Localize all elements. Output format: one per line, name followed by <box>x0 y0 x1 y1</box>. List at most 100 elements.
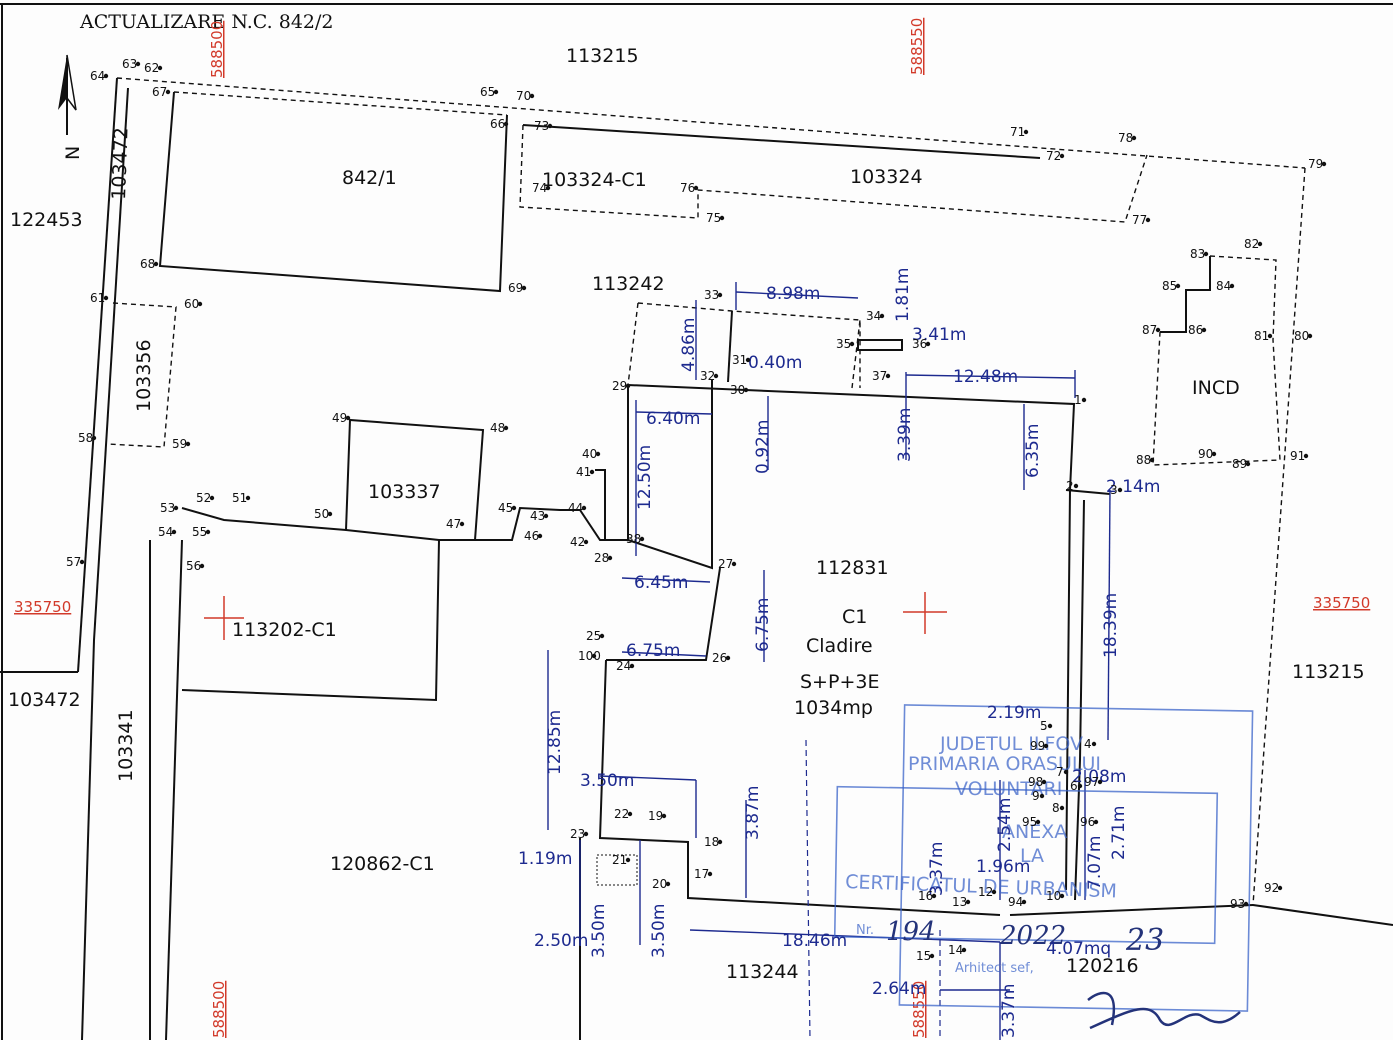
survey-point-marker <box>1093 819 1099 825</box>
dim-264: 2.64m <box>872 979 926 999</box>
survey-point-label: 75 <box>706 211 721 225</box>
survey-point-label: 81 <box>1254 329 1269 343</box>
survey-point-marker <box>931 893 937 899</box>
survey-point-marker <box>1097 779 1103 785</box>
survey-point-label: 76 <box>680 181 695 195</box>
survey-point-label: 61 <box>90 291 105 305</box>
parcel-112831: 112831 <box>816 557 889 579</box>
grid-x-588500-top: 588500 <box>208 21 226 78</box>
survey-point-marker <box>1201 327 1207 333</box>
survey-point-marker <box>135 61 141 67</box>
survey-point-label: 58 <box>78 431 93 445</box>
dim-387: 3.87m <box>743 786 763 840</box>
survey-point-marker <box>173 505 179 511</box>
survey-point-marker <box>1131 135 1137 141</box>
dim-254: 2.54m <box>995 798 1015 852</box>
survey-point-label: 52 <box>196 491 211 505</box>
dim-640: 6.40m <box>646 409 700 429</box>
stamp-line-to: LA <box>1020 845 1044 867</box>
survey-point-label: 46 <box>524 529 539 543</box>
survey-point-label: 13 <box>952 895 967 909</box>
dim-1839: 18.39m <box>1101 593 1121 658</box>
survey-point-marker <box>627 811 633 817</box>
survey-point-label: 80 <box>1294 329 1309 343</box>
survey-point-marker <box>725 655 731 661</box>
survey-point-label: 2 <box>1066 479 1074 493</box>
survey-point-marker <box>521 285 527 291</box>
parcel-103337: 103337 <box>368 481 441 503</box>
urbanism-stamp <box>833 704 1254 1012</box>
survey-point-marker <box>1257 241 1263 247</box>
survey-point-marker <box>511 505 517 511</box>
survey-point-marker <box>1155 327 1161 333</box>
survey-point-marker <box>1267 333 1273 339</box>
survey-point-label: 88 <box>1136 453 1151 467</box>
parcel-113242: 113242 <box>592 273 665 295</box>
survey-point-label: 55 <box>192 525 207 539</box>
building-c1: C1 <box>842 606 867 628</box>
survey-point-label: 28 <box>594 551 609 565</box>
survey-point-label: 50 <box>314 507 329 521</box>
dim-486: 4.86m <box>679 318 699 372</box>
survey-point-label: 29 <box>612 379 627 393</box>
survey-point-label: 56 <box>186 559 201 573</box>
survey-point-marker <box>965 899 971 905</box>
survey-point-label: 6 <box>1070 779 1078 793</box>
survey-point-marker <box>717 839 723 845</box>
survey-point-label: 59 <box>172 437 187 451</box>
survey-point-label: 77 <box>1132 213 1147 227</box>
survey-point-marker <box>459 521 465 527</box>
north-arrow-icon <box>58 54 77 135</box>
survey-point-label: 10 <box>1046 889 1061 903</box>
survey-point-label: 89 <box>1232 457 1247 471</box>
survey-point-label: 64 <box>90 69 105 83</box>
survey-point-marker <box>1063 769 1069 775</box>
stamp-nr-value: 194 <box>886 917 936 947</box>
dim-635: 6.35m <box>1023 424 1043 478</box>
survey-point-marker <box>1073 483 1079 489</box>
parcel-120862-c1: 120862-C1 <box>330 853 435 875</box>
grid-x-588550-bottom: 588550 <box>910 981 928 1038</box>
survey-point-marker <box>1321 161 1327 167</box>
survey-point-label: 96 <box>1080 815 1095 829</box>
survey-point-marker <box>1243 901 1249 907</box>
survey-point-marker <box>719 215 725 221</box>
parcel-113244: 113244 <box>726 961 799 983</box>
parcel-103472-vertical: 103472 <box>108 127 133 200</box>
survey-point-label: 45 <box>498 501 513 515</box>
survey-point-marker <box>625 857 631 863</box>
dim-407: 4.07mq <box>1046 939 1111 959</box>
survey-point-label: 24 <box>616 659 631 673</box>
survey-point-marker <box>205 529 211 535</box>
dim-350c: 3.50m <box>649 904 669 958</box>
dim-250: 2.50m <box>534 931 588 951</box>
dim-119: 1.19m <box>518 849 572 869</box>
survey-point-marker <box>1229 283 1235 289</box>
survey-point-marker <box>153 261 159 267</box>
building-area: 1034mp <box>794 697 873 719</box>
dim-337b: 3.37m <box>999 984 1019 1038</box>
survey-point-label: 32 <box>700 369 715 383</box>
survey-point-label: 4 <box>1084 737 1092 751</box>
survey-point-marker <box>245 495 251 501</box>
survey-point-marker <box>91 435 97 441</box>
stamp-nr-label: Nr. <box>856 923 874 938</box>
parcel-103324-c1: 103324-C1 <box>542 169 647 191</box>
survey-point-label: 65 <box>480 85 495 99</box>
survey-point-marker <box>1043 743 1049 749</box>
survey-point-label: 87 <box>1142 323 1157 337</box>
survey-point-marker <box>693 185 699 191</box>
building-name: Cladire <box>806 635 873 657</box>
survey-point-label: 49 <box>332 411 347 425</box>
parcel-103356: 103356 <box>133 339 155 412</box>
survey-point-marker <box>345 415 351 421</box>
stamp-architect: Arhitect sef, <box>955 961 1034 976</box>
survey-point-label: 63 <box>122 57 137 71</box>
survey-point-label: 41 <box>576 465 591 479</box>
survey-point-label: 16 <box>918 889 933 903</box>
survey-point-label: 62 <box>144 61 159 75</box>
survey-point-marker <box>1145 217 1151 223</box>
survey-point-label: 1 <box>1074 393 1082 407</box>
survey-point-marker <box>595 451 601 457</box>
